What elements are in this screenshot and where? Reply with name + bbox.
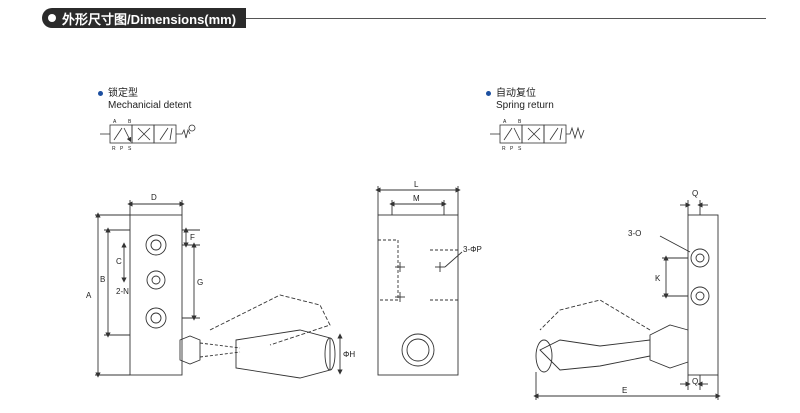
symbol-ports-spring: A B R P S [502,119,522,152]
port-label: R [112,146,116,152]
port-label: B [518,119,522,125]
dim-label-l: L [414,180,419,189]
symbol-ports-detent: A B R P S [112,119,132,152]
dim-label-q-top: Q [692,189,698,198]
side-view [375,186,463,376]
dim-label-n: 2-N [116,287,129,296]
variant-name-en: Spring return [496,100,554,111]
right-view-labels: Q 3-O K Q E [622,189,698,395]
port-label: R [502,146,506,152]
valve-symbol-detent [100,124,196,144]
dim-label-e: E [622,386,627,395]
dim-label-f: F [190,233,195,242]
dim-label-q-bottom: Q [692,377,698,386]
variant-name-en: Mechanicial detent [108,100,192,111]
bullet-icon [98,90,103,96]
dim-label-g: G [197,278,203,287]
front-view [95,200,343,379]
dim-label-k: K [655,274,661,283]
port-label: S [518,146,522,152]
bullet-icon [48,14,56,22]
port-label: P [510,146,514,152]
side-view-labels: L M 3-ΦP [413,180,482,254]
dim-label-o: 3-O [628,229,641,238]
dim-label-h: ΦH [343,350,355,359]
dim-label-m: M [413,194,420,203]
front-view-labels: D A B C F G 2-N ΦH [86,193,355,359]
variant-name-cn: 锁定型 [108,88,138,99]
variant-label-detent: 锁定型 Mechanicial detent [98,88,191,112]
dim-label-b: B [100,275,105,284]
dim-label-p: 3-ΦP [463,245,482,254]
dim-label-a: A [86,291,92,300]
port-label: A [113,119,117,125]
dim-label-d: D [151,193,157,202]
variant-name-cn: 自动复位 [496,88,536,99]
bullet-icon [486,90,491,96]
port-label: S [128,146,132,152]
section-title-pill: 外形尺寸图/Dimensions(mm) [42,8,247,28]
right-view [533,200,721,400]
port-label: P [120,146,124,152]
dim-label-c: C [116,257,122,266]
variant-label-spring: 自动复位 Spring return [486,88,554,112]
section-header: 外形尺寸图/Dimensions(mm) [42,8,767,28]
port-label: B [128,119,132,125]
header-rule [246,17,767,19]
section-title: 外形尺寸图/Dimensions(mm) [62,11,237,27]
port-label: A [503,119,507,125]
valve-symbol-spring [490,124,585,144]
